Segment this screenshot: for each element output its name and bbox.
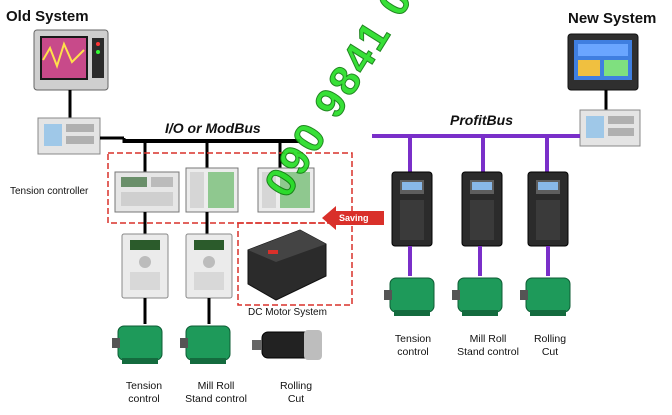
old-io-module-2 <box>257 167 315 213</box>
old-dc-motor <box>252 330 322 360</box>
saving-label: Saving <box>339 213 369 223</box>
old-drive-2 <box>185 233 233 299</box>
old-dashed-box-bottom <box>237 222 353 306</box>
new-plc <box>579 109 641 147</box>
new-drive-1 <box>391 171 433 247</box>
new-motor-3 <box>520 277 571 316</box>
tension-controller-label: Tension controller <box>10 186 89 197</box>
old-dashed-box-top <box>107 152 353 224</box>
old-drive-1 <box>121 233 169 299</box>
new-system-title: New System <box>568 10 657 27</box>
new-motor-2 <box>452 277 503 316</box>
old-io-module-1 <box>185 167 239 213</box>
new-motor-1 <box>384 277 435 316</box>
new-drive-3 <box>527 171 569 247</box>
saving-arrow <box>322 206 384 230</box>
profibus-label: ProfitBus <box>450 112 513 128</box>
old-plc <box>37 117 101 155</box>
dc-motor-system-label: DC Motor System <box>248 307 327 318</box>
old-hmi-panel <box>33 29 109 91</box>
new-hmi-panel <box>567 33 639 91</box>
dc-motor-system-unit <box>247 229 327 301</box>
old-system-title: Old System <box>6 8 89 25</box>
old-motor-1 <box>112 325 163 364</box>
old-tension-controller <box>114 171 180 213</box>
new-drive-2 <box>461 171 503 247</box>
io-modbus-label: I/O or ModBus <box>165 120 261 136</box>
old-motor-2 <box>180 325 231 364</box>
